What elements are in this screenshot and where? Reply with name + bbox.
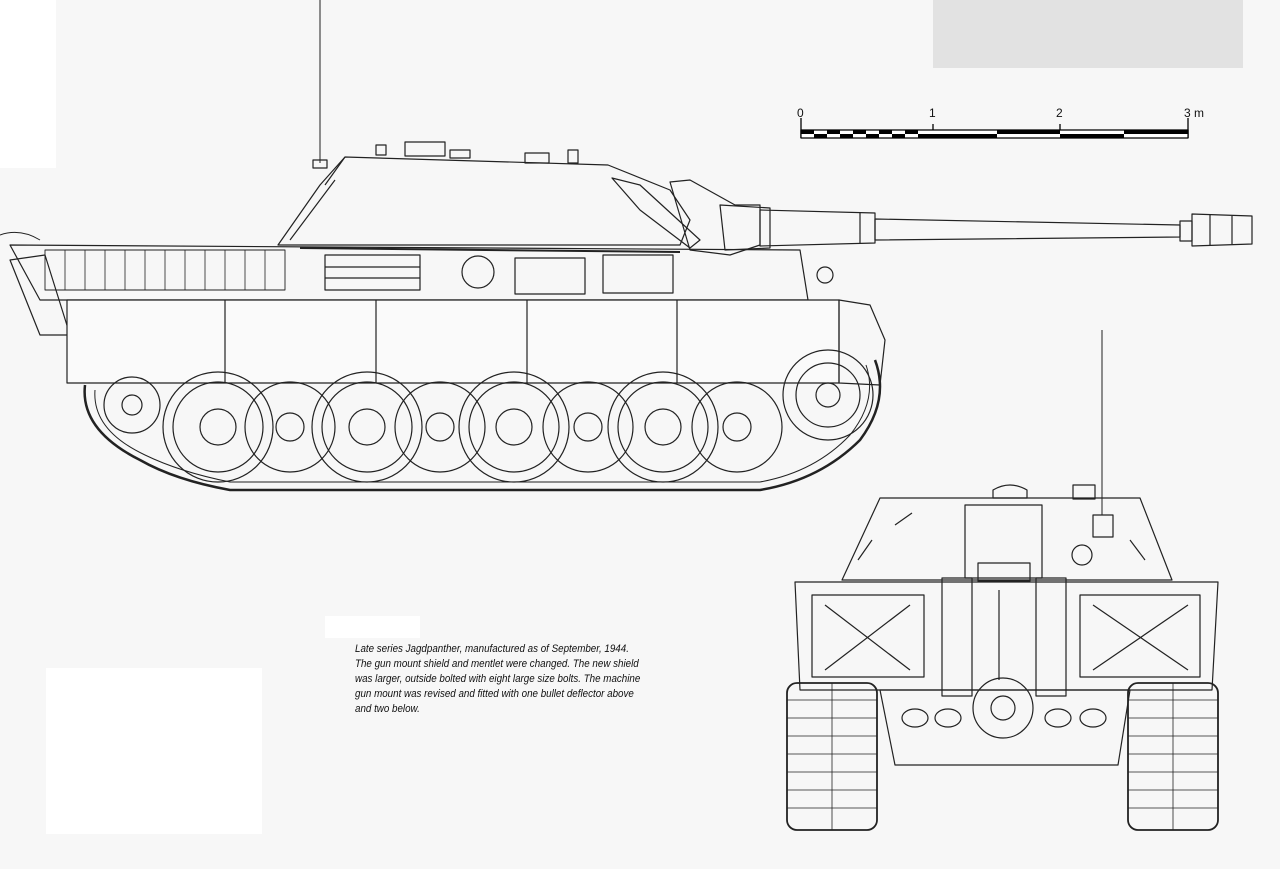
scale-label-0: 0 (797, 106, 804, 120)
scale-label-2: 2 (1056, 106, 1063, 120)
side-view-drawing (0, 0, 1253, 492)
white-patch-caption (325, 616, 420, 638)
scale-bar (800, 118, 1189, 139)
front-view-drawing (786, 330, 1219, 831)
white-patch-top-left (0, 0, 56, 168)
scale-label-1: 1 (929, 106, 936, 120)
scale-label-3m: 3 m (1184, 106, 1205, 120)
grey-patch-top-right (933, 0, 1243, 68)
figure-caption: Late series Jagdpanther, manufactured as… (355, 643, 641, 715)
white-patch-bottom-left (46, 668, 262, 834)
